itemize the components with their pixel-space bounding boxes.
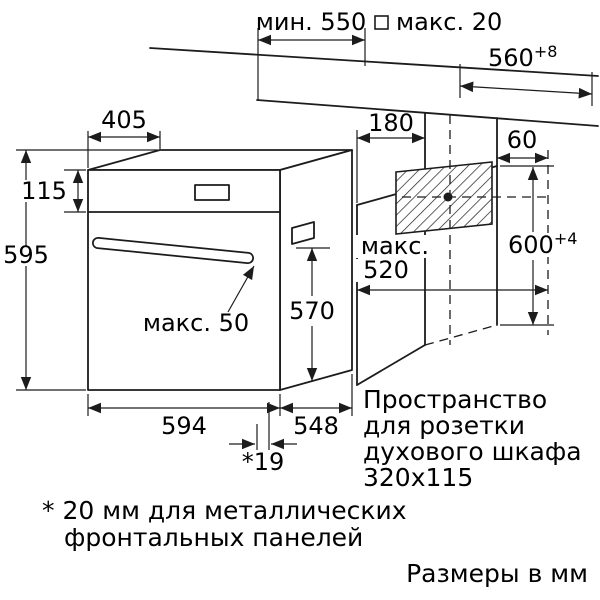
dim-180-label: 180: [368, 109, 414, 137]
oven-side-face: [279, 149, 353, 391]
dim-595-label: 595: [3, 241, 49, 269]
front-panel-square-icon: [374, 15, 389, 30]
dim-niche-height-tolerance: +4: [554, 229, 578, 248]
dim-560-line: [459, 81, 593, 99]
label-backdrop: [20, 180, 68, 202]
dim-60-label: 60: [507, 126, 538, 154]
label-backdrop: [288, 300, 336, 322]
dimension-lines: [16, 34, 593, 450]
footnote-line-1: * 20 мм для металлических: [42, 496, 407, 525]
dim-max-20-label: макс. 20: [396, 8, 502, 36]
dim-min-550-label: мин. 550: [256, 8, 366, 36]
text-notes: Пространство для розетки духового шкафа …: [42, 385, 588, 588]
dim-594-label: 594: [161, 412, 207, 440]
dim-niche-width-tolerance: +8: [534, 42, 558, 61]
units-note: Размеры в мм: [406, 559, 588, 588]
dim-570-label: 570: [289, 297, 335, 325]
socket-note-line-2: для розетки: [363, 411, 525, 440]
dim-niche-height-label: 600+4: [508, 229, 577, 259]
dim-19-label: *19: [242, 448, 285, 476]
dim-max-520-word: макс.: [361, 232, 429, 260]
oven-handle: [93, 238, 253, 263]
footnote-line-2: фронтальных панелей: [64, 523, 363, 552]
dim-115-label: 115: [21, 177, 67, 205]
dim-max-520-value: 520: [363, 256, 409, 284]
dim-niche-height-value: 600: [508, 231, 554, 259]
dim-548-label: 548: [293, 412, 339, 440]
oven-side-detail: [291, 221, 315, 245]
dim-max-50-leader: [227, 265, 255, 313]
dim-max-50-label: макс. 50: [143, 309, 249, 337]
socket-position-dot: [443, 192, 453, 202]
label-backdrop: [354, 235, 436, 258]
socket-note-line-3: духового шкафа: [363, 437, 582, 466]
dimension-labels: мин. 550 макс. 20 560+8 405 115 595 180 …: [3, 8, 577, 476]
label-backdrop: [354, 259, 416, 282]
socket-note-line-1: Пространство: [363, 385, 547, 414]
oven-display: [194, 184, 230, 201]
dim-niche-width-label: 560+8: [488, 42, 557, 72]
oven-front-face: [87, 169, 281, 391]
label-backdrop: [504, 233, 574, 257]
dim-niche-width-value: 560: [488, 44, 534, 72]
socket-note-line-4: 320x115: [363, 463, 473, 492]
dim-405-label: 405: [101, 106, 147, 134]
